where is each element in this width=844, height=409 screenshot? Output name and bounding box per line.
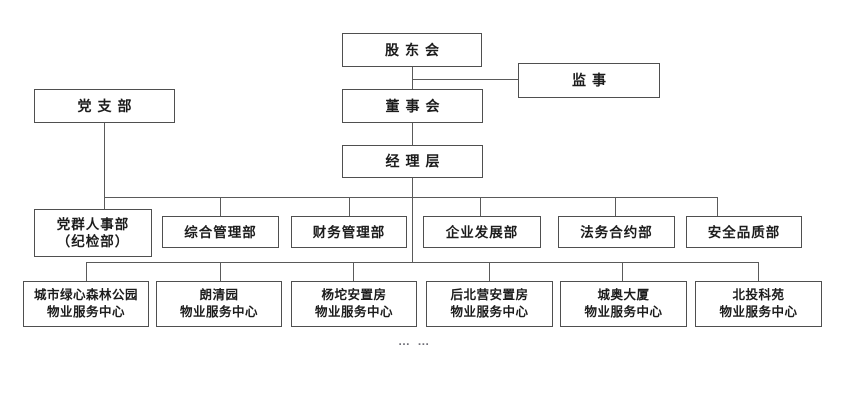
node-dept-general-admin: 综合管理部 <box>162 216 279 248</box>
node-center-green-forest-park: 城市绿心森林公园 物业服务中心 <box>23 281 149 327</box>
node-label: 物业服务中心 <box>450 305 529 319</box>
node-label: 董事会 <box>385 97 446 114</box>
node-label: 股东会 <box>385 41 445 58</box>
node-shareholders: 股东会 <box>342 33 482 67</box>
node-center-beitou-keyuan: 北投科苑 物业服务中心 <box>695 281 822 327</box>
node-label: 物业服务中心 <box>179 305 258 319</box>
node-dept-legal-contract: 法务合约部 <box>558 216 675 248</box>
connector-line <box>412 67 413 89</box>
connector-line <box>412 79 518 80</box>
node-label: 党群人事部 <box>56 217 130 232</box>
node-label: 监事 <box>572 72 612 88</box>
node-label: 安全品质部 <box>707 224 781 240</box>
node-center-langqingyuan: 朗清园 物业服务中心 <box>156 281 282 327</box>
connector-line <box>758 262 759 281</box>
node-label: 杨坨安置房 <box>321 288 387 302</box>
connector-line <box>104 123 105 209</box>
connector-line <box>615 197 616 216</box>
connector-line <box>622 262 623 281</box>
node-label: 物业服务中心 <box>584 305 663 319</box>
connector-line <box>86 262 759 263</box>
connector-line <box>86 262 87 281</box>
node-party-branch: 党支部 <box>34 89 175 123</box>
node-label: 北投科苑 <box>732 288 785 302</box>
connector-line <box>412 123 413 145</box>
node-center-houbeiying: 后北营安置房 物业服务中心 <box>426 281 553 327</box>
node-management: 经理层 <box>342 145 483 178</box>
connector-line <box>353 262 354 281</box>
node-label: 党支部 <box>77 97 138 114</box>
more-centers-ellipsis: … … <box>398 334 432 348</box>
node-board: 董事会 <box>342 89 483 123</box>
connector-line <box>412 178 413 263</box>
node-dept-enterprise-dev: 企业发展部 <box>423 216 541 248</box>
node-center-yangtuo: 杨坨安置房 物业服务中心 <box>291 281 417 327</box>
node-label: 朗清园 <box>199 288 239 302</box>
node-center-chengao-tower: 城奥大厦 物业服务中心 <box>560 281 687 327</box>
connector-line <box>104 197 718 198</box>
connector-line <box>220 262 221 281</box>
node-label: 物业服务中心 <box>314 305 393 319</box>
node-supervisor: 监事 <box>518 63 660 98</box>
node-label: （纪检部） <box>56 234 130 249</box>
node-label: 物业服务中心 <box>46 305 125 319</box>
connector-line <box>480 197 481 216</box>
node-label: 财务管理部 <box>312 224 386 240</box>
node-label: 经理层 <box>385 153 446 169</box>
node-label: 法务合约部 <box>580 224 653 240</box>
node-label: 综合管理部 <box>184 224 257 240</box>
node-label: 城市绿心森林公园 <box>33 288 138 302</box>
connector-line <box>220 197 221 216</box>
node-dept-safety-quality: 安全品质部 <box>686 216 802 248</box>
node-dept-finance: 财务管理部 <box>291 216 407 248</box>
node-label: 后北营安置房 <box>450 288 529 302</box>
node-dept-party-hr: 党群人事部 （纪检部） <box>34 209 152 257</box>
connector-line <box>717 197 718 216</box>
node-label: 企业发展部 <box>445 224 519 240</box>
node-label: 城奥大厦 <box>597 288 650 302</box>
connector-line <box>489 262 490 281</box>
node-label: 物业服务中心 <box>719 305 798 319</box>
connector-line <box>349 197 350 216</box>
